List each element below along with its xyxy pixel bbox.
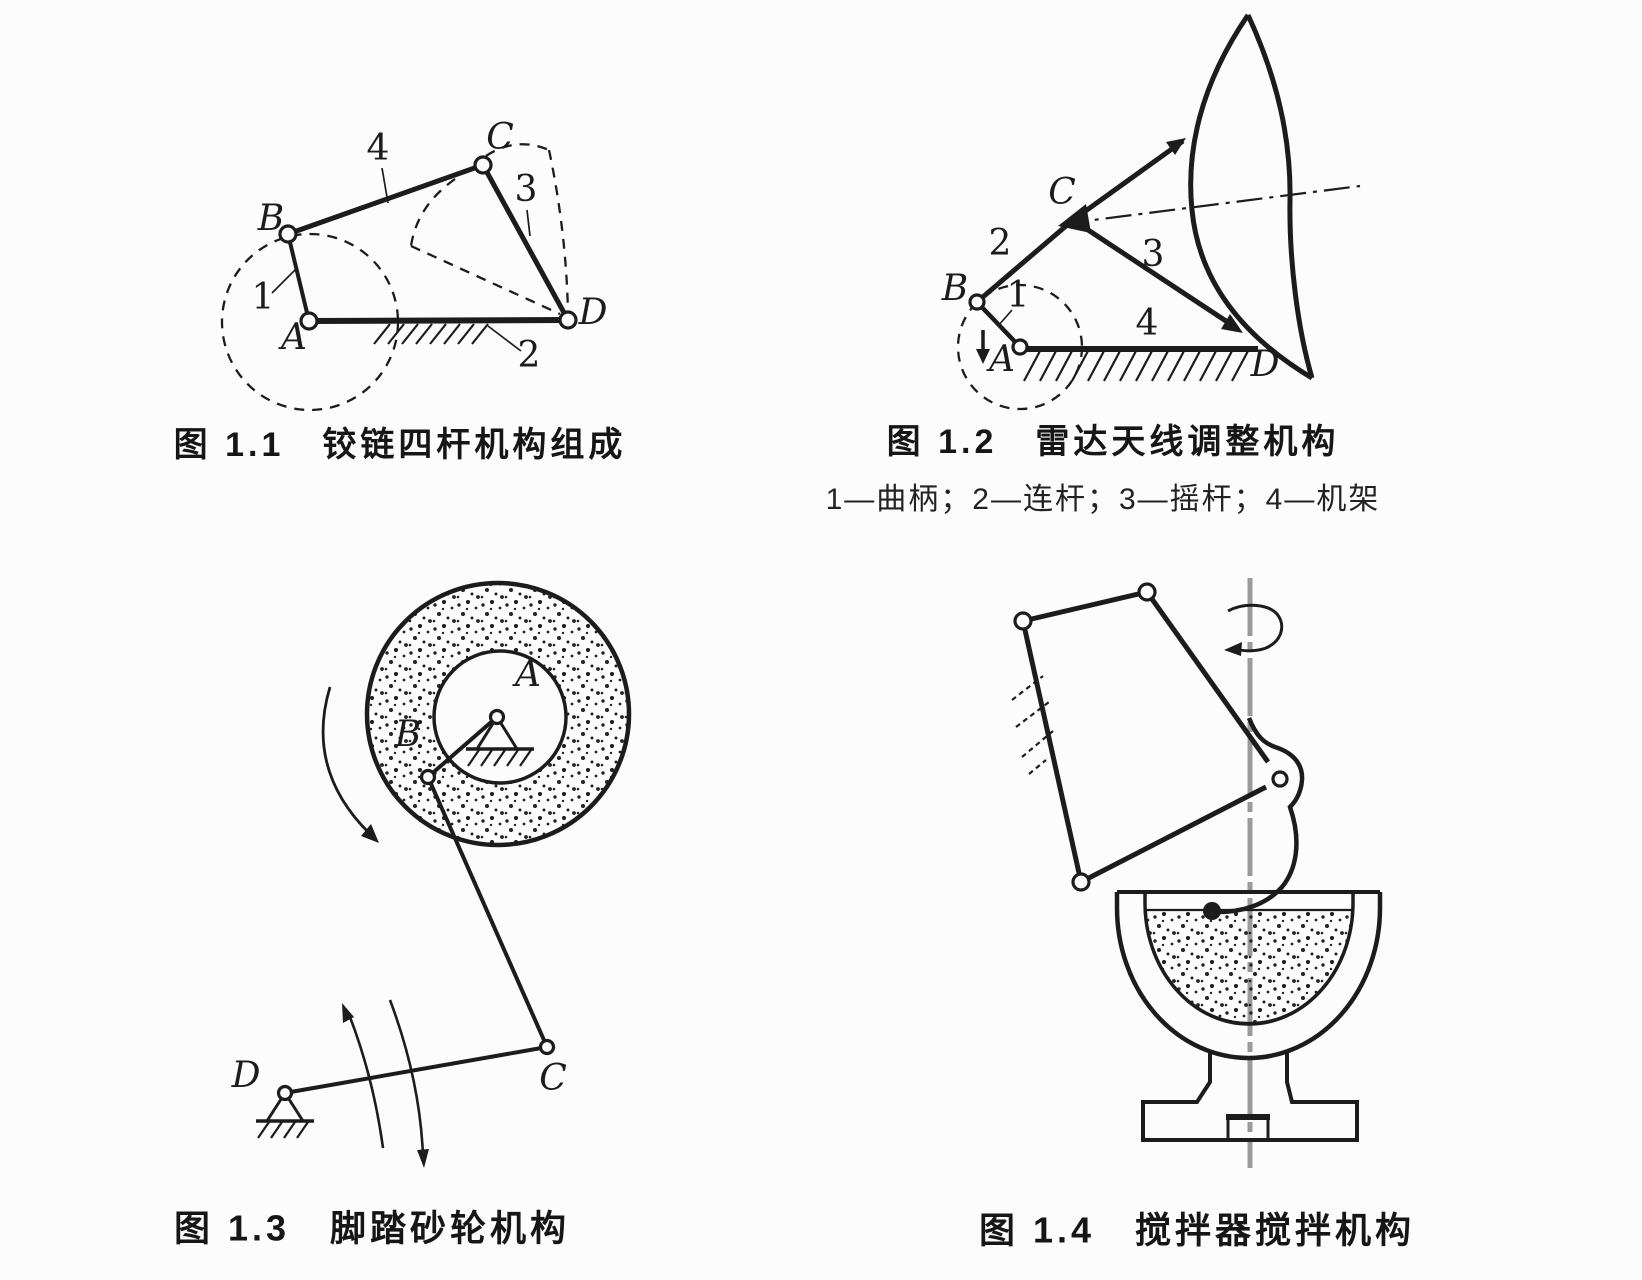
figure-1-1-caption: 图 1.1 铰链四杆机构组成 — [174, 426, 627, 464]
label-d: D — [578, 292, 608, 333]
coupler-link-bc — [287, 162, 484, 237]
leader-3 — [526, 209, 531, 237]
label-b: B — [394, 714, 421, 755]
label-a: A — [512, 654, 541, 695]
joint-a — [299, 311, 319, 331]
label-1: 1 — [1007, 275, 1030, 316]
leader-4 — [381, 167, 389, 204]
label-d: D — [231, 1055, 261, 1096]
label-3: 3 — [515, 169, 538, 210]
figure-1-4-mixer: 图 1.4 搅拌器搅拌机构 — [979, 578, 1415, 1251]
label-a: A — [986, 339, 1015, 380]
label-2: 2 — [518, 335, 541, 376]
bowl-inner-wall — [1143, 892, 1355, 1026]
crank-link-ab — [426, 715, 499, 779]
swing-arc-1 — [346, 1011, 385, 1149]
pedestal — [1141, 1053, 1359, 1142]
figure-1-1-four-bar-linkage: B C A D 1 2 3 4 图 1.1 铰链四杆机构组成 — [174, 117, 627, 464]
figure-1-2-legend: 1—曲柄；2—连杆；3—摇杆；4—机架 — [826, 483, 1381, 516]
left-fixed-link — [1020, 620, 1084, 883]
pedal-rocker-cd — [284, 1045, 548, 1095]
joint-bottom-left — [1071, 872, 1091, 892]
figure-1-3-caption: 图 1.3 脚踏砂轮机构 — [174, 1208, 570, 1249]
figure-1-3-grinding-wheel: A B C D 图 1.3 脚踏砂轮机构 — [174, 580, 632, 1249]
leader-2 — [487, 325, 522, 352]
label-c: C — [1048, 172, 1076, 213]
leader-1 — [271, 267, 298, 294]
label-c: C — [539, 1058, 567, 1099]
joint-c — [473, 155, 493, 175]
frame-hatching — [1011, 675, 1054, 775]
dish-back-edge — [1245, 13, 1315, 379]
bowl-contents — [1144, 908, 1354, 1025]
rocker-arrow-at-d — [1221, 314, 1243, 333]
axis-rotation-arrow-head — [1224, 642, 1242, 656]
diagonal-dashed — [410, 244, 561, 316]
joint-top-right — [1137, 582, 1157, 602]
pedestal-shaft-slot — [1226, 1114, 1270, 1140]
ground-link-ad — [308, 317, 569, 324]
wheel-rotation-arrow-head — [361, 824, 379, 843]
leader-1 — [997, 309, 1013, 327]
stirrer-joint — [1271, 770, 1289, 788]
label-a: A — [278, 317, 307, 358]
strut-joint-wedge — [1166, 138, 1186, 155]
label-b: B — [941, 268, 968, 309]
joint-c-wedge — [1058, 204, 1091, 233]
label-d: D — [1250, 344, 1280, 385]
rocker-link-cd — [1071, 217, 1234, 328]
joint-a — [1011, 338, 1029, 356]
coupler-point-arc-dashed — [485, 143, 550, 157]
joint-d — [276, 1084, 294, 1102]
antenna-axis-centerline — [1061, 184, 1361, 226]
joint-c — [538, 1038, 556, 1056]
connecting-rod-bc — [426, 776, 549, 1048]
right-link — [1144, 590, 1271, 764]
joint-b — [419, 768, 437, 786]
crank-link-ab — [286, 233, 311, 322]
label-c: C — [486, 117, 514, 158]
joint-top-left — [1013, 611, 1033, 631]
label-4: 4 — [367, 128, 390, 169]
figure-1-2-caption: 图 1.2 雷达天线调整机构 — [887, 423, 1340, 461]
label-b: B — [257, 198, 284, 239]
rocker-alt-position-dashed — [547, 149, 570, 313]
ground-hatching — [1023, 350, 1249, 382]
figure-1-2-radar-antenna: B C A D 1 2 3 4 图 1.2 雷达天线调整机构 1—曲柄；2—连杆… — [826, 13, 1381, 516]
dish-front-edge — [1188, 13, 1314, 381]
bowl-outer-wall — [1114, 892, 1383, 1061]
joint-b — [968, 293, 986, 311]
swing-arc-2 — [388, 999, 425, 1157]
joint-a — [488, 708, 506, 726]
label-1: 1 — [252, 277, 275, 318]
axis-rotation-arc — [1227, 603, 1284, 653]
rotation-arrow-head — [976, 349, 990, 364]
coupler-arc-dashed — [409, 178, 456, 247]
antenna-strut-upper — [1071, 138, 1185, 223]
coupler-link-bc — [975, 218, 1075, 304]
joint-d — [558, 310, 578, 330]
figure-1-4-caption: 图 1.4 搅拌器搅拌机构 — [979, 1210, 1415, 1251]
rocker-link-cd — [480, 163, 571, 322]
joint-b — [278, 224, 298, 244]
label-3: 3 — [1142, 234, 1165, 275]
top-link — [1022, 589, 1148, 624]
bottom-link — [1079, 784, 1268, 885]
label-4: 4 — [1136, 303, 1159, 344]
label-2: 2 — [989, 223, 1012, 264]
swing-arrow-down — [417, 1149, 429, 1168]
ground-hatching — [373, 323, 489, 345]
swing-arrow-up — [342, 1003, 354, 1023]
wheel-rotation-arc — [321, 686, 371, 835]
